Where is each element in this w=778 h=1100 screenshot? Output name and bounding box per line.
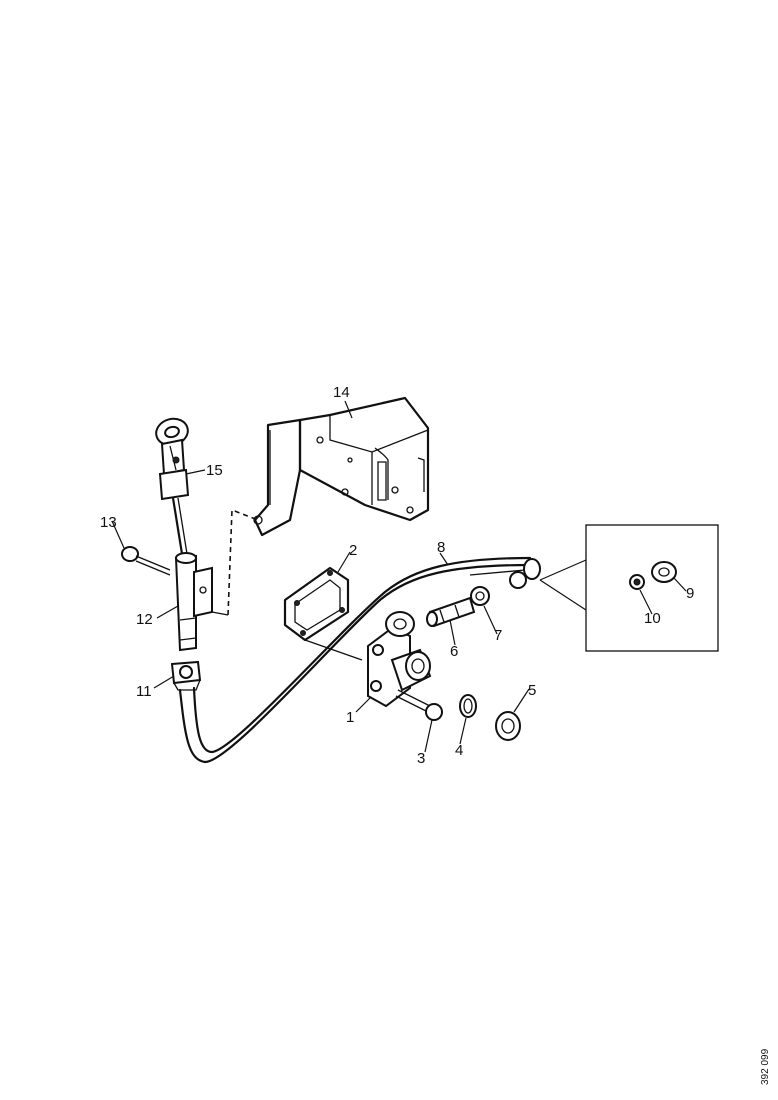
callout-15: 15 [206, 462, 223, 479]
nut-part-10 [629, 574, 645, 590]
callout-11: 11 [136, 683, 152, 700]
callout-4: 4 [455, 742, 463, 759]
gasket-part-2 [283, 566, 350, 642]
callout-6: 6 [450, 643, 458, 660]
dipstick-tube-part-12 [174, 552, 213, 652]
filter-head-part-1 [367, 611, 432, 708]
alignment-dashed-line [227, 508, 259, 616]
union-part-6 [426, 596, 476, 628]
oil-pipe-part-8 [178, 556, 541, 764]
callout-8: 8 [437, 539, 445, 556]
callout-13: 13 [100, 514, 117, 531]
callout-14: 14 [333, 384, 350, 401]
inset-pointer-upper [539, 559, 587, 581]
dipstick-handle-part-15 [155, 417, 190, 501]
callout-2: 2 [349, 542, 357, 559]
reference-code: 392 099 [760, 1048, 771, 1085]
washer-part-9 [651, 561, 677, 583]
plug-part-5 [495, 711, 521, 741]
callout-12: 12 [136, 611, 153, 628]
engine-block-part-14 [253, 396, 430, 537]
dipstick-rod [171, 496, 185, 562]
inset-pointer-lower [539, 579, 587, 611]
dipstick-rod-edge [177, 497, 189, 561]
alignment-leader [211, 611, 229, 616]
callout-5: 5 [528, 682, 536, 699]
callout-7: 7 [494, 627, 502, 644]
clamp-part-11 [170, 660, 202, 691]
callout-9: 9 [686, 585, 694, 602]
bolt-part-3 [395, 689, 443, 721]
callout-1: 1 [346, 709, 354, 726]
bolt-part-13 [121, 546, 171, 576]
callout-3: 3 [417, 750, 425, 767]
callout-leaders [111, 400, 687, 753]
detail-inset [539, 524, 719, 652]
callout-10: 10 [644, 610, 661, 627]
sealing-ring-part-4 [459, 694, 477, 718]
gasket-alignment-line [304, 639, 363, 661]
